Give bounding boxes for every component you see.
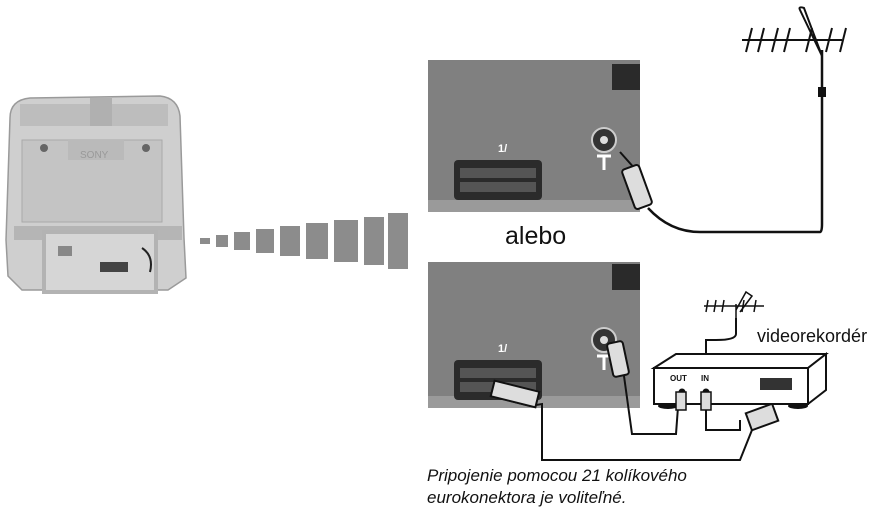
caption-line-1: Pripojenie pomocou 21 kolíkového	[427, 466, 687, 485]
scart-socket-icon	[454, 160, 542, 200]
antenna-icon	[742, 6, 847, 97]
scart-label-top: 1/	[498, 143, 507, 155]
coax-socket-icon	[591, 327, 617, 370]
caption: Pripojenie pomocou 21 kolíkového eurokon…	[427, 465, 687, 509]
zoom-bars	[200, 213, 408, 269]
tv-panel-bottom: 1/	[428, 262, 640, 408]
scart-label-bottom: 1/	[498, 343, 507, 355]
tv-back-icon	[5, 95, 187, 294]
brand-text: SONY	[80, 150, 109, 161]
coax-socket-icon	[591, 127, 617, 170]
in-label: IN	[701, 374, 709, 383]
antenna-symbol-icon	[704, 290, 764, 318]
out-label: OUT	[670, 374, 687, 383]
alebo-label: alebo	[505, 222, 567, 250]
vcr-label: videorekordér	[757, 326, 868, 346]
caption-line-2: eurokonektora je voliteľné.	[427, 488, 627, 507]
tv-panel-top: 1/	[428, 60, 640, 212]
vcr-icon	[650, 351, 829, 409]
